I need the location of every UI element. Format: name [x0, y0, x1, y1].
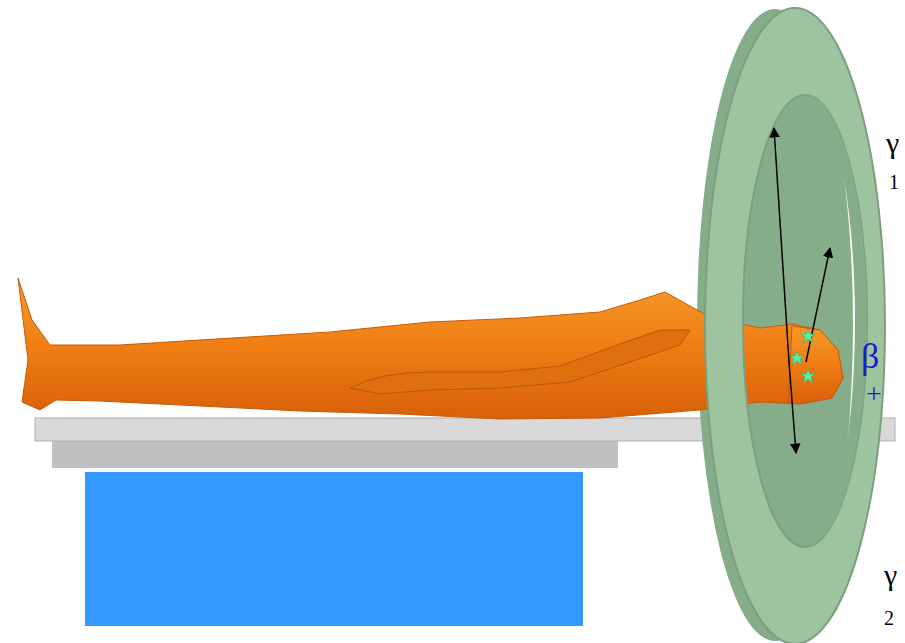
- patient-arm: [350, 330, 690, 394]
- annihilation-marks: [790, 329, 815, 383]
- gamma-ray: [806, 248, 830, 362]
- particle-symbol: γ: [884, 560, 897, 590]
- star-symbol: [801, 369, 815, 383]
- scanner-ring: [705, 8, 885, 643]
- particle-symbol: γ: [886, 128, 899, 158]
- gamma-ray: [789, 362, 796, 453]
- table-support: [52, 440, 618, 468]
- patient-head: [788, 326, 843, 404]
- table-base: [85, 472, 583, 626]
- ring-inner-wall: [805, 95, 867, 547]
- star-symbol: [790, 351, 804, 365]
- subscript-index: 1: [889, 172, 899, 192]
- gamma-ray: [774, 128, 789, 362]
- particle-symbol: β: [861, 338, 879, 374]
- charge-sign: +: [866, 380, 882, 408]
- star-symbol: [801, 329, 815, 343]
- subscript-index: 2: [884, 608, 894, 628]
